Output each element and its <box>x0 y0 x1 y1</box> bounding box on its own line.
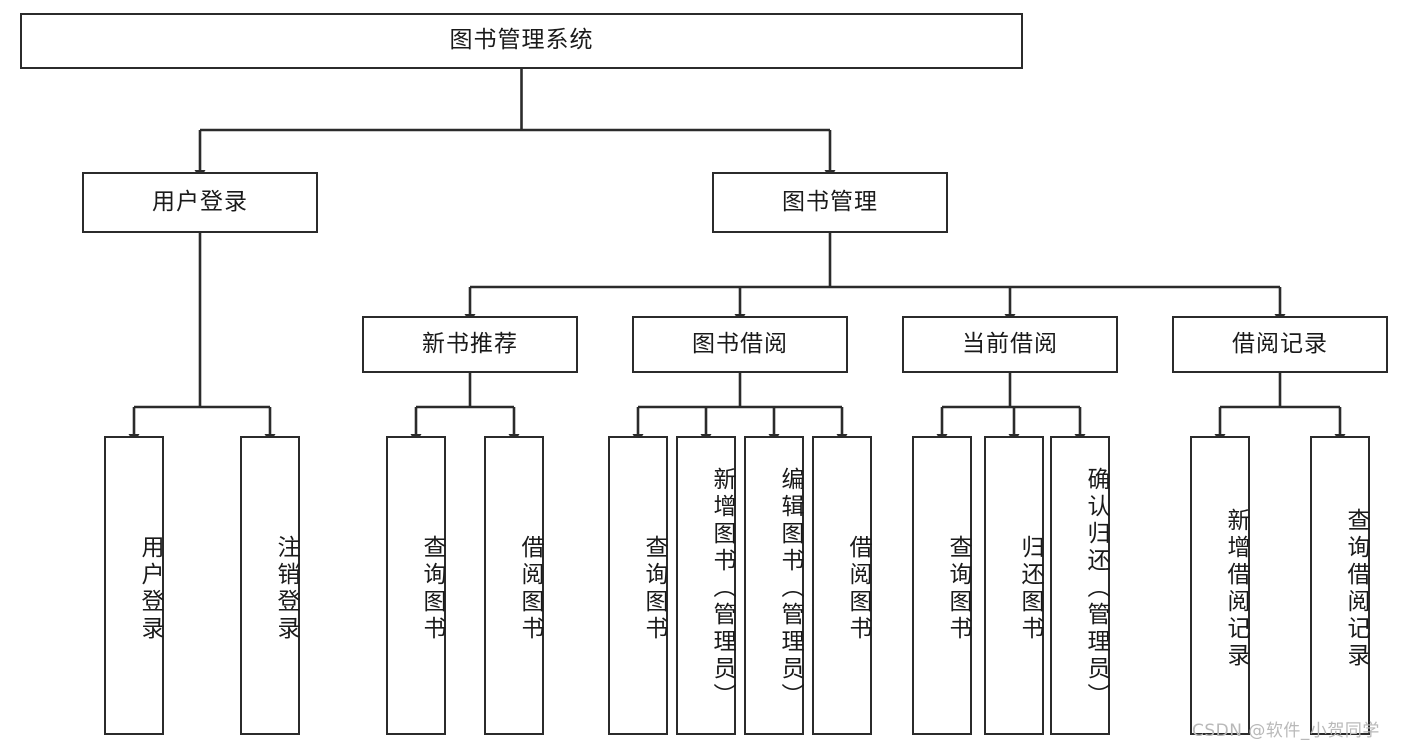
node-leaf-edit-book[interactable]: 编辑图书（管理员） <box>744 436 804 735</box>
node-leaf-query-book-2[interactable]: 查询图书 <box>608 436 668 735</box>
node-leaf-add-book[interactable]: 新增图书（管理员） <box>676 436 736 735</box>
node-leaf-borrow-book-1[interactable]: 借阅图书 <box>484 436 544 735</box>
node-leaf-borrow-book-2[interactable]: 借阅图书 <box>812 436 872 735</box>
node-leaf-return-book-label: 归还图书 <box>1017 534 1043 643</box>
node-leaf-query-book-1[interactable]: 查询图书 <box>386 436 446 735</box>
node-current-borrow-label: 当前借阅 <box>962 330 1058 357</box>
node-user-login-label: 用户登录 <box>152 188 248 215</box>
csdn-watermark: CSDN @软件_小贺同学 <box>1192 721 1380 741</box>
node-new-book-recommend[interactable]: 新书推荐 <box>362 316 578 373</box>
node-book-borrow[interactable]: 图书借阅 <box>632 316 848 373</box>
node-leaf-confirm-return-label: 确认归还（管理员） <box>1083 467 1109 710</box>
node-book-manage-label: 图书管理 <box>782 188 878 215</box>
node-leaf-add-book-label: 新增图书（管理员） <box>709 467 735 710</box>
node-leaf-query-book-1-label: 查询图书 <box>419 534 445 643</box>
node-leaf-logout-login[interactable]: 注销登录 <box>240 436 300 735</box>
node-book-manage[interactable]: 图书管理 <box>712 172 948 233</box>
node-leaf-query-book-3-label: 查询图书 <box>945 534 971 643</box>
node-borrow-record[interactable]: 借阅记录 <box>1172 316 1388 373</box>
node-leaf-add-borrow-record-label: 新增借阅记录 <box>1223 507 1249 670</box>
node-leaf-logout-login-label: 注销登录 <box>273 534 299 643</box>
node-leaf-confirm-return[interactable]: 确认归还（管理员） <box>1050 436 1110 735</box>
node-leaf-edit-book-label: 编辑图书（管理员） <box>777 467 803 710</box>
node-book-borrow-label: 图书借阅 <box>692 330 788 357</box>
node-new-book-recommend-label: 新书推荐 <box>422 330 518 357</box>
node-leaf-return-book[interactable]: 归还图书 <box>984 436 1044 735</box>
node-root[interactable]: 图书管理系统 <box>20 13 1023 69</box>
node-leaf-query-book-2-label: 查询图书 <box>641 534 667 643</box>
node-leaf-user-login[interactable]: 用户登录 <box>104 436 164 735</box>
node-user-login[interactable]: 用户登录 <box>82 172 318 233</box>
node-leaf-query-borrow-record-label: 查询借阅记录 <box>1343 507 1369 670</box>
node-leaf-borrow-book-2-label: 借阅图书 <box>845 534 871 643</box>
node-leaf-borrow-book-1-label: 借阅图书 <box>517 534 543 643</box>
node-borrow-record-label: 借阅记录 <box>1232 330 1328 357</box>
node-leaf-add-borrow-record[interactable]: 新增借阅记录 <box>1190 436 1250 735</box>
node-current-borrow[interactable]: 当前借阅 <box>902 316 1118 373</box>
node-root-label: 图书管理系统 <box>449 27 594 54</box>
node-leaf-query-book-3[interactable]: 查询图书 <box>912 436 972 735</box>
node-leaf-user-login-label: 用户登录 <box>137 534 163 643</box>
node-leaf-query-borrow-record[interactable]: 查询借阅记录 <box>1310 436 1370 735</box>
